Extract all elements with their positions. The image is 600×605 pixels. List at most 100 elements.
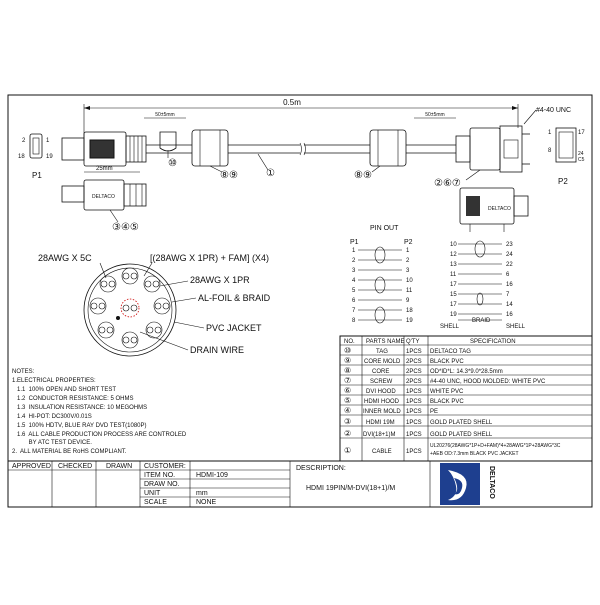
svg-text:1.5 100% HDTV, BLUE RAY DVD T: 1.5 100% HDTV, BLUE RAY DVD TEST(1080P) <box>12 423 147 429</box>
title-block: APPROVED CHECKED DRAWN CUSTOMER: ITEM NO… <box>7 460 593 508</box>
svg-text:OD*ID*L: 14.3*9.0*28.5mm: OD*ID*L: 14.3*9.0*28.5mm <box>430 369 503 375</box>
table-row: ① CABLE 1PCS UL20276(28AWG*1P+D+FAM)*4+2… <box>344 443 561 457</box>
svg-text:17: 17 <box>450 282 457 288</box>
svg-text:PE: PE <box>430 409 438 415</box>
svg-text:WHITE PVC: WHITE PVC <box>430 389 464 395</box>
svg-text:1: 1 <box>406 248 410 254</box>
svg-text:14: 14 <box>506 302 513 308</box>
hdmi-connector <box>61 131 147 167</box>
svg-text:1PCS: 1PCS <box>406 399 422 405</box>
svg-text:6: 6 <box>352 298 356 304</box>
svg-text:23: 23 <box>506 242 513 248</box>
svg-text:Q'TY: Q'TY <box>406 339 419 345</box>
pinout-right-list: 10 23 12 24 13 22 11 6 17 16 15 7 17 14 … <box>440 240 526 330</box>
svg-text:⑨: ⑨ <box>344 356 351 365</box>
pinout-left-list: 1 1 2 2 3 3 4 10 5 11 6 9 7 18 8 19 <box>352 246 413 324</box>
table-row: ⑧ CORE 2PCS OD*ID*L: 14.3*9.0*28.5mm <box>344 366 503 375</box>
svg-text:⑧: ⑧ <box>344 366 351 375</box>
svg-text:19: 19 <box>46 154 53 160</box>
svg-text:GOLD PLATED SHELL: GOLD PLATED SHELL <box>430 420 493 426</box>
svg-text:1.2 CONDUCTOR RESISTANCE: 5 O: 1.2 CONDUCTOR RESISTANCE: 5 OHMS <box>12 396 133 402</box>
arrow-head <box>512 106 518 110</box>
svg-text:1.1 100% OPEN AND SHORT TEST: 1.1 100% OPEN AND SHORT TEST <box>12 387 116 393</box>
description-label: DESCRIPTION: <box>296 465 346 472</box>
shell-right: SHELL <box>506 324 526 330</box>
dim-25-label: 25mm <box>96 166 113 172</box>
svg-text:PARTS NAME: PARTS NAME <box>366 339 404 345</box>
dim-50-right-label: 50±5mm <box>425 112 444 118</box>
svg-text:8: 8 <box>352 318 356 324</box>
table-row: ② DVI(18+1)M 1PCS GOLD PLATED SHELL <box>344 429 493 438</box>
svg-text:TAG: TAG <box>376 349 388 355</box>
svg-text:⑦: ⑦ <box>344 376 351 385</box>
svg-text:+AEB OD:7.3mm BLACK PV: +AEB OD:7.3mm BLACK PVC JACKET <box>430 451 519 457</box>
svg-text:17: 17 <box>578 130 585 136</box>
hdmi-face-view-p1: 2 18 1 19 P1 <box>18 133 53 180</box>
arrow-head <box>84 106 90 110</box>
svg-text:DELTACO: DELTACO <box>92 194 115 200</box>
label-28awg-1pr: 28AWG X 1PR <box>190 275 250 285</box>
svg-text:P1: P1 <box>350 239 359 246</box>
svg-text:1PCS: 1PCS <box>406 449 422 455</box>
svg-text:1PCS: 1PCS <box>406 389 422 395</box>
svg-text:2PCS: 2PCS <box>406 359 422 365</box>
svg-text:24: 24 <box>506 252 513 258</box>
svg-text:18: 18 <box>406 308 413 314</box>
scale-value: NONE <box>196 499 217 506</box>
callout-tag: ⑩ <box>168 158 177 169</box>
svg-text:5: 5 <box>352 288 356 294</box>
svg-text:BLACK PVC: BLACK PVC <box>430 399 464 405</box>
svg-text:DELTACO TAG: DELTACO TAG <box>430 349 471 355</box>
svg-text:HDMI 19M: HDMI 19M <box>366 420 395 426</box>
deltaco-tag <box>159 131 177 158</box>
svg-text:1.ELECTRICAL PROPERTIES:: 1.ELECTRICAL PROPERTIES: <box>12 378 96 384</box>
draw-no-label: DRAW NO. <box>144 481 180 488</box>
dvi-connector <box>455 125 530 173</box>
label-28awg-5c: 28AWG X 5C <box>38 253 92 263</box>
svg-text:24: 24 <box>578 151 584 157</box>
svg-text:4: 4 <box>352 278 356 284</box>
svg-text:13: 13 <box>450 262 457 268</box>
svg-text:INNER MOLD: INNER MOLD <box>363 409 401 415</box>
svg-text:DVI HOOD: DVI HOOD <box>366 389 396 395</box>
item-no-label: ITEM NO. <box>144 472 175 479</box>
approved-label: APPROVED <box>12 463 51 470</box>
unit-value: mm <box>196 490 208 497</box>
svg-text:P2: P2 <box>404 239 413 246</box>
screw-label: #4-40 UNC <box>536 107 571 114</box>
label-28awg-pairs: [(28AWG X 1PR) + FAM] (X4) <box>150 253 269 263</box>
svg-text:2PCS: 2PCS <box>406 379 422 385</box>
svg-text:22: 22 <box>506 262 513 268</box>
callout-core-mid: ⑧⑨ <box>354 170 372 181</box>
cable-assembly-view: 0.5m 50±5mm 50±5mm #4-40 UNC 2 18 1 19 P… <box>18 98 585 233</box>
svg-text:3: 3 <box>406 268 410 274</box>
svg-text:2PCS: 2PCS <box>406 369 422 375</box>
svg-text:BLACK PVC: BLACK PVC <box>430 359 464 365</box>
dim-50-left-label: 50±5mm <box>155 112 174 118</box>
shell-left: SHELL <box>440 324 460 330</box>
callout-cable: ① <box>266 168 275 179</box>
notes-title: NOTES: <box>12 369 35 375</box>
pinout-title: PIN OUT <box>370 225 399 232</box>
table-row: ⑥ DVI HOOD 1PCS WHITE PVC <box>344 386 464 395</box>
drawn-label: DRAWN <box>106 463 132 470</box>
svg-text:7: 7 <box>352 308 356 314</box>
svg-text:9: 9 <box>406 298 410 304</box>
svg-text:⑥: ⑥ <box>344 386 351 395</box>
twisted-pairs <box>89 267 171 349</box>
svg-text:6: 6 <box>506 272 510 278</box>
svg-text:19: 19 <box>406 318 413 324</box>
table-row: ④ INNER MOLD 1PCS PE <box>344 406 438 415</box>
description-value: HDMI 19PIN/M-DVI(18+1)/M <box>306 485 395 492</box>
svg-text:15: 15 <box>450 292 457 298</box>
svg-text:BY ATC TEST DEVICE.: BY ATC TEST DEVICE. <box>12 440 92 446</box>
table-row: ⑨ CORE MOLD 2PCS BLACK PVC <box>344 356 464 365</box>
svg-text:⑩: ⑩ <box>344 346 351 355</box>
callout-dvi-parts: ②⑥⑦ <box>434 178 461 189</box>
callout-hdmi-parts: ③④⑤ <box>112 222 139 233</box>
checked-label: CHECKED <box>58 463 92 470</box>
svg-text:10: 10 <box>450 242 457 248</box>
svg-text:1: 1 <box>548 130 552 136</box>
